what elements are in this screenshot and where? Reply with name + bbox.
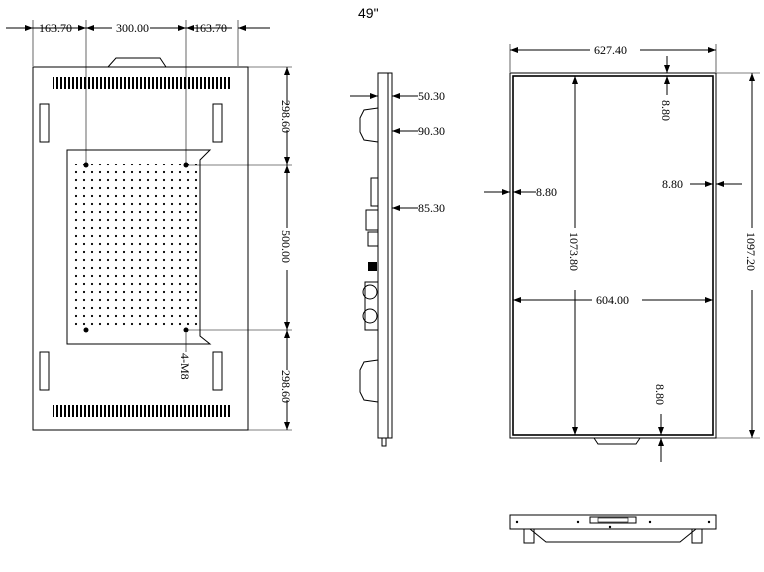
side-port bbox=[368, 262, 377, 271]
side-connector bbox=[362, 308, 378, 324]
dim-hole-spacing-h: 300.00 bbox=[116, 21, 149, 35]
screw-label: 4-M8 bbox=[178, 353, 192, 380]
dim-bottom-bezel: 8.80 bbox=[653, 384, 667, 405]
dim-side-depth-2: 90.30 bbox=[418, 124, 445, 138]
mount-hole bbox=[183, 327, 189, 333]
screen-bottom-tab bbox=[593, 437, 641, 445]
front-handle-br bbox=[212, 351, 223, 391]
dim-right-offset: 163.70 bbox=[194, 21, 227, 35]
dim-outer-height: 1097.20 bbox=[744, 232, 758, 271]
front-bottom-vents bbox=[53, 405, 230, 417]
front-perforation bbox=[72, 164, 198, 330]
dim-inner-width: 604.00 bbox=[596, 293, 629, 307]
side-view: 50.30 90.30 85.30 bbox=[350, 72, 445, 447]
dim-side-depth-3: 85.30 bbox=[418, 201, 445, 215]
mount-hole bbox=[83, 162, 89, 168]
screen-outer bbox=[509, 72, 717, 439]
front-top-handle bbox=[107, 57, 167, 68]
dim-right-bezel: 8.80 bbox=[662, 177, 683, 191]
side-handle-top bbox=[359, 107, 379, 143]
front-handle-bl bbox=[39, 351, 50, 391]
side-foot bbox=[381, 437, 387, 447]
bottom-cutout bbox=[589, 516, 637, 524]
dim-top-offset: 298.60 bbox=[279, 100, 293, 133]
dim-left-bezel: 8.80 bbox=[536, 185, 557, 199]
dim-outer-width: 627.40 bbox=[594, 43, 627, 57]
dim-hole-spacing-v: 500.00 bbox=[279, 230, 293, 263]
dim-bottom-offset: 298.60 bbox=[279, 370, 293, 403]
screen-inner bbox=[512, 75, 714, 436]
bottom-view bbox=[509, 514, 717, 544]
side-port bbox=[365, 209, 379, 231]
front-handle-tl bbox=[39, 103, 50, 143]
model-title: 49" bbox=[358, 5, 379, 21]
dim-side-depth-1: 50.30 bbox=[418, 89, 445, 103]
back-view: 627.40 8.80 8.80 8.80 1073.80 604.00 8.8… bbox=[484, 43, 760, 462]
side-bezel bbox=[387, 72, 393, 439]
side-port bbox=[364, 281, 379, 331]
bottom-cutout bbox=[597, 517, 629, 523]
bottom-panel bbox=[509, 514, 717, 530]
front-top-vents bbox=[53, 77, 230, 89]
side-port bbox=[367, 231, 379, 247]
front-handle-tr bbox=[212, 103, 223, 143]
side-handle-bottom bbox=[359, 359, 379, 403]
dim-inner-height: 1073.80 bbox=[567, 232, 581, 271]
bottom-foot bbox=[523, 528, 535, 544]
front-view: 163.70 300.00 163.70 298.60 500.00 298.6… bbox=[6, 20, 293, 431]
side-port bbox=[370, 177, 379, 207]
bottom-stand bbox=[529, 528, 697, 543]
mount-hole bbox=[83, 327, 89, 333]
mount-hole bbox=[183, 162, 189, 168]
side-connector bbox=[362, 284, 378, 300]
side-panel bbox=[377, 72, 389, 439]
dim-left-offset: 163.70 bbox=[39, 21, 72, 35]
bottom-foot bbox=[691, 528, 703, 544]
front-mount-plate bbox=[66, 149, 212, 345]
dim-top-bezel: 8.80 bbox=[659, 100, 673, 121]
front-housing bbox=[32, 66, 249, 431]
